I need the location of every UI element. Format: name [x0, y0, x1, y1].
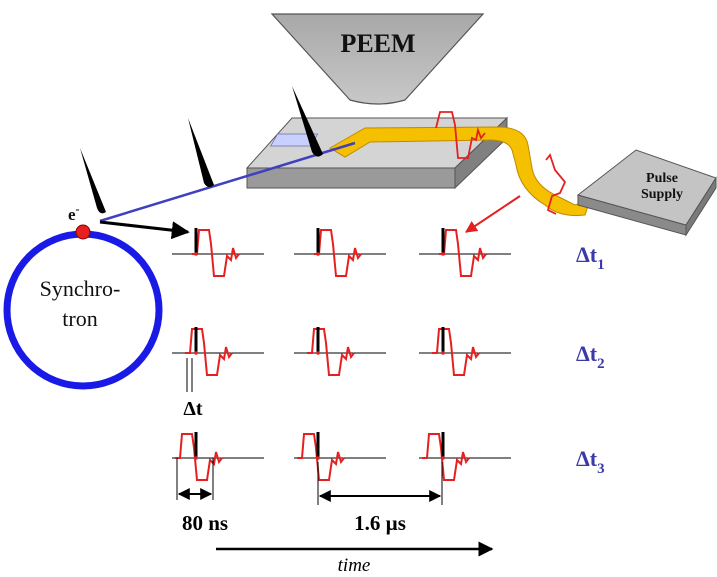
synchrotron: Synchro- tron e- — [3, 202, 163, 390]
pulse-supply: Pulse Supply — [576, 149, 717, 237]
marker-base-dot — [194, 351, 198, 355]
pulse-pointer-arrow — [465, 195, 521, 233]
dt3-label: Δt3 — [576, 446, 605, 477]
peem-label: PEEM — [340, 29, 415, 58]
synchrotron-label-line1: Synchro- — [40, 276, 121, 301]
period-marker — [317, 462, 443, 505]
current-pulse-waveform — [432, 328, 480, 376]
electron-bunch — [75, 224, 91, 240]
photon-beam — [99, 141, 356, 223]
current-pulse-waveform — [297, 433, 345, 481]
marker-base-dot — [441, 351, 445, 355]
current-pulse-waveform — [185, 328, 233, 376]
pulse-supply-label-line2: Supply — [641, 187, 683, 202]
current-pulse-waveform — [439, 229, 487, 277]
marker-base-dot — [316, 456, 320, 460]
pulse-supply-label-line1: Pulse — [646, 171, 678, 186]
marker-base-dot — [316, 252, 320, 256]
photon-pulses — [80, 86, 323, 214]
current-pulse-waveform — [422, 433, 470, 481]
emission-arrow — [99, 220, 190, 240]
dt2-label: Δt2 — [576, 341, 605, 372]
time-axis-label: time — [338, 555, 371, 576]
current-pulse-waveform — [192, 229, 240, 277]
stripline — [270, 126, 591, 216]
delta-t-label: Δt — [183, 398, 203, 420]
period-label: 1.6 µs — [354, 511, 406, 535]
pulse-width-marker — [176, 458, 214, 500]
photon-pulse-1 — [80, 148, 106, 214]
marker-base-dot — [441, 456, 445, 460]
pulse-width-label: 80 ns — [182, 511, 228, 535]
marker-base-dot — [194, 456, 198, 460]
timing-rows — [172, 228, 511, 481]
delta-t-marker — [186, 358, 193, 392]
synchrotron-label-line2: tron — [62, 306, 97, 331]
current-pulse-waveform — [314, 229, 362, 277]
dt1-label: Δt1 — [576, 242, 605, 273]
photon-pulse-2 — [188, 118, 214, 188]
stripline-pulses — [435, 111, 567, 215]
electron-label: e- — [68, 202, 80, 224]
current-pulse-waveform — [175, 433, 223, 481]
marker-base-dot — [316, 351, 320, 355]
marker-base-dot — [194, 252, 198, 256]
marker-base-dot — [441, 252, 445, 256]
photon-pulse-3 — [292, 86, 323, 157]
peem-objective: PEEM — [270, 13, 485, 105]
current-pulse-waveform — [307, 328, 355, 376]
